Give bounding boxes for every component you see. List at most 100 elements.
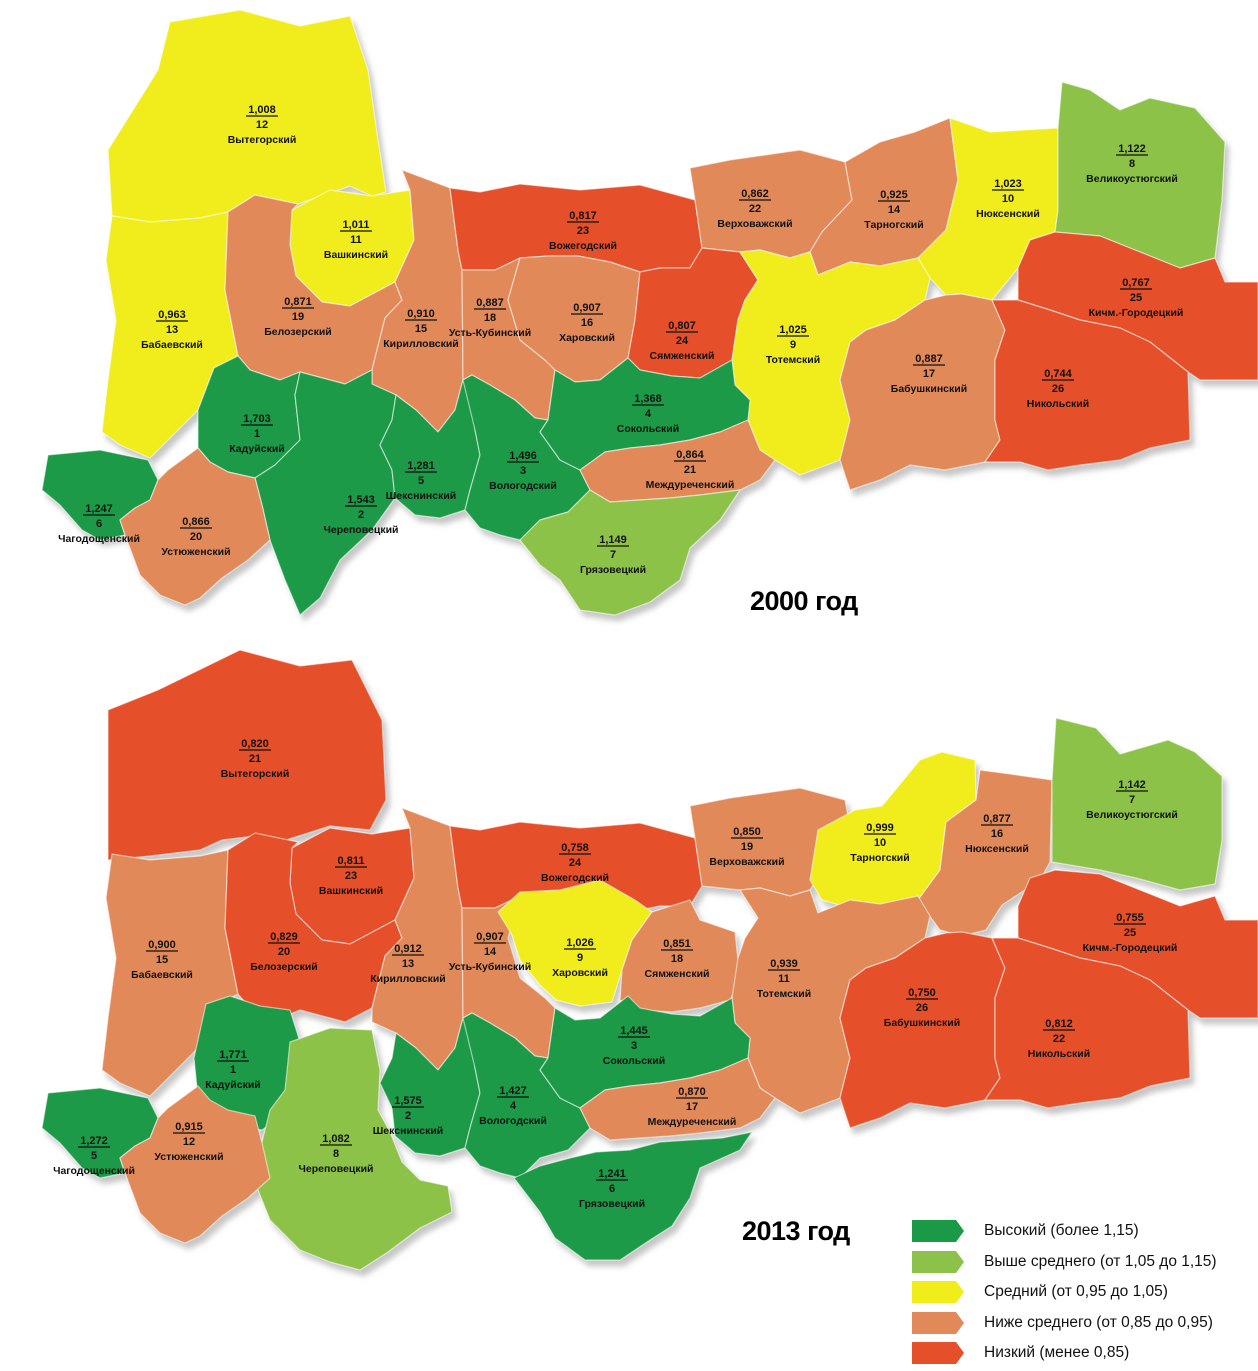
legend-swatch-above [912,1250,964,1273]
district-rank-mezhdurechensky: 17 [686,1101,698,1113]
district-rank-ust_kubinsky: 14 [484,946,497,958]
district-nyuksensky-2013 [917,769,1053,937]
district-value-syamzhensky: 0,807 [668,320,696,332]
district-rank-vozhegodsky: 23 [577,225,589,237]
year-title-2013: 2013 год [742,1216,850,1246]
district-cherepovetsky-2000 [254,369,397,616]
district-value-sokolsky: 1,368 [634,393,662,405]
district-value-kharovsky: 1,026 [566,937,594,949]
district-name-babaevsky: Бабаевский [131,969,193,981]
district-value-nyuksensky: 1,023 [994,178,1022,190]
district-name-vologodsky: Вологодский [489,480,557,492]
district-rank-kaduysky: 1 [254,428,260,440]
district-rank-velikoustyugsky: 7 [1129,794,1135,806]
district-name-nikolsky: Никольский [1028,1048,1090,1060]
district-value-tarnogsky: 0,999 [866,822,894,834]
district-value-gryazovetsky: 1,241 [598,1168,626,1180]
district-rank-chagodoshchensky: 6 [96,518,102,530]
map-2013 [41,649,1258,1271]
district-rank-sheksninsky: 5 [418,475,424,487]
district-value-vashkinsky: 1,011 [343,219,370,231]
legend-swatch-high [912,1220,964,1242]
district-rank-totemsky: 11 [778,973,790,985]
district-rank-gryazovetsky: 6 [609,1183,615,1195]
map-2000 [41,9,1258,616]
district-name-kirillovsky: Кирилловский [383,338,459,350]
district-name-kichm_gorodetsky: Кичм.-Городецкий [1083,942,1178,954]
district-name-mezhdurechensky: Междуреченский [646,479,735,491]
district-name-totemsky: Тотемский [757,988,811,1000]
district-value-kichm_gorodetsky: 0,755 [1116,912,1144,924]
district-name-chagodoshchensky: Чагодощенский [58,533,140,545]
district-name-babaevsky: Бабаевский [141,339,203,351]
district-value-cherepovetsky: 1,543 [347,494,375,506]
district-rank-vashkinsky: 11 [350,234,362,246]
district-name-vytegorsky: Вытегорский [228,134,297,146]
district-rank-vytegorsky: 21 [249,753,261,765]
district-name-gryazovetsky: Грязовецкий [580,564,646,576]
legend-item-below: Ниже среднего (от 0,85 до 0,95) [912,1310,1252,1337]
district-rank-sheksninsky: 2 [405,1110,411,1122]
district-rank-babushkinsky: 26 [916,1002,928,1014]
legend-label-above: Выше среднего (от 1,05 до 1,15) [984,1252,1217,1270]
district-rank-kichm_gorodetsky: 25 [1124,927,1136,939]
district-value-sheksninsky: 1,575 [394,1095,422,1107]
district-rank-syamzhensky: 24 [676,335,689,347]
district-value-ustyuzhensky: 0,866 [182,516,210,528]
district-rank-kaduysky: 1 [230,1064,236,1076]
district-rank-sokolsky: 3 [631,1040,637,1052]
district-mezhdurechensky-2013 [579,1057,776,1141]
district-ustyuzhensky-2013 [119,1085,271,1244]
district-value-nyuksensky: 0,877 [983,813,1011,825]
district-name-nikolsky: Никольский [1027,398,1089,410]
district-value-vologodsky: 1,496 [509,450,537,462]
district-rank-cherepovetsky: 2 [358,509,364,521]
district-nikolsky-2013 [984,937,1191,1109]
district-rank-ust_kubinsky: 18 [484,312,496,324]
district-name-ust_kubinsky: Усть-Кубинский [449,961,531,973]
district-value-belozersky: 0,829 [270,931,298,943]
district-value-vologodsky: 1,427 [499,1085,527,1097]
district-value-ustyuzhensky: 0,915 [175,1121,203,1133]
district-rank-babaevsky: 15 [156,954,168,966]
district-rank-tarnogsky: 10 [874,837,886,849]
legend-label-below: Ниже среднего (от 0,85 до 0,95) [984,1313,1213,1331]
year-title-2000: 2000 год [750,586,858,616]
legend-item-low: Низкий (менее 0,85) [912,1340,1252,1367]
district-rank-nikolsky: 22 [1053,1033,1065,1045]
district-name-babushkinsky: Бабушкинский [891,383,967,395]
district-value-babaevsky: 0,963 [158,309,186,321]
district-name-vozhegodsky: Вожегодский [541,872,609,884]
district-value-vozhegodsky: 0,817 [569,210,597,222]
district-gryazovetsky-2013 [513,1131,753,1261]
district-name-cherepovetsky: Череповецкий [298,1163,373,1175]
district-value-kaduysky: 1,703 [243,413,271,425]
district-rank-kharovsky: 9 [577,952,583,964]
district-value-vashkinsky: 0,811 [338,855,365,867]
district-rank-kirillovsky: 13 [402,958,414,970]
district-name-gryazovetsky: Грязовецкий [579,1198,645,1210]
district-value-nikolsky: 0,812 [1045,1018,1073,1030]
district-value-babushkinsky: 0,887 [915,353,943,365]
district-name-verkhovazhsky: Верховажский [717,218,792,230]
district-name-vashkinsky: Вашкинский [324,249,388,261]
district-rank-cherepovetsky: 8 [333,1148,339,1160]
district-value-gryazovetsky: 1,149 [599,534,627,546]
district-value-babaevsky: 0,900 [148,939,176,951]
district-rank-gryazovetsky: 7 [610,549,616,561]
district-name-velikoustyugsky: Великоустюгский [1086,809,1178,821]
district-value-totemsky: 1,025 [779,324,807,336]
district-rank-tarnogsky: 14 [888,204,901,216]
district-rank-syamzhensky: 18 [671,953,683,965]
district-syamzhensky-2013 [619,899,741,1013]
district-name-kaduysky: Кадуйский [229,443,284,455]
district-value-vytegorsky: 1,008 [248,104,276,116]
district-velikoustyugsky-2013 [1051,717,1223,891]
district-value-cherepovetsky: 1,082 [322,1133,350,1145]
district-rank-nyuksensky: 16 [991,828,1003,840]
district-name-totemsky: Тотемский [766,354,820,366]
district-rank-sokolsky: 4 [645,408,652,420]
district-value-chagodoshchensky: 1,272 [80,1135,108,1147]
district-name-ust_kubinsky: Усть-Кубинский [449,327,531,339]
